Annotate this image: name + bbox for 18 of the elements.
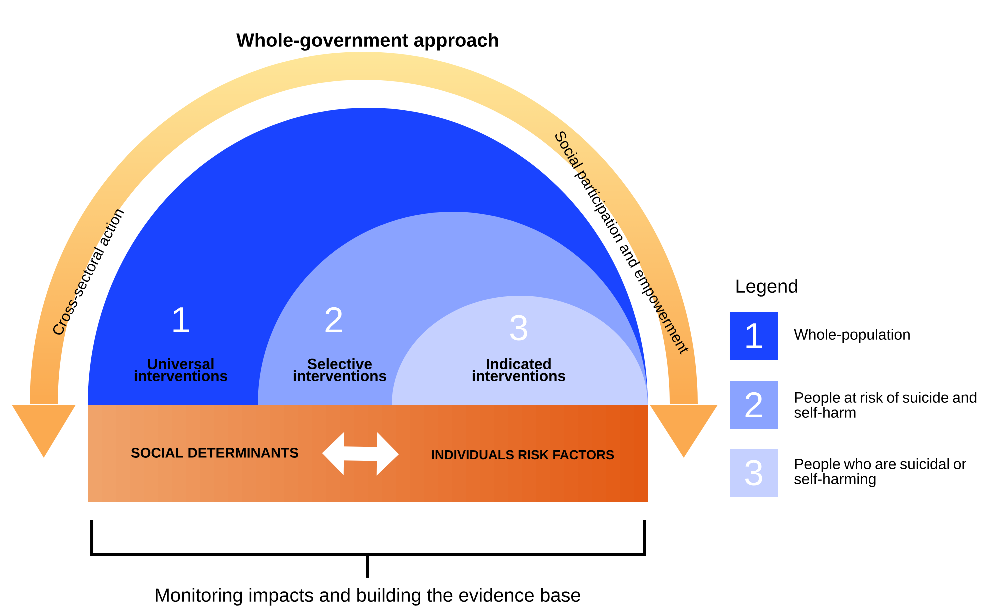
legend-label: Whole-population — [794, 329, 910, 343]
legend-label: People at risk of suicide and self-harm — [794, 392, 977, 418]
band — [88, 405, 648, 502]
swatch-number: 1 — [746, 324, 762, 348]
dome-label: Universal interventions — [134, 358, 228, 382]
number: 1 — [174, 308, 190, 332]
legend-label: People who are suicidal or self-harming — [794, 458, 966, 488]
band-label: SOCIAL DETERMINANTS — [131, 448, 298, 458]
swatch-number: 3 — [745, 460, 762, 486]
bracket-label: Monitoring impacts and building the evidence base — [156, 588, 580, 606]
number: 3 — [510, 315, 528, 341]
dome-label: Indicated interventions — [472, 358, 566, 382]
legend-title: Legend — [736, 279, 798, 297]
number: 2 — [326, 307, 342, 333]
dome-label: Selective interventions — [294, 358, 386, 382]
arc-label: Whole-government approach — [236, 33, 498, 51]
band-label: INDIVIDUALS RISK FACTORS — [432, 450, 614, 460]
swatch-number: 2 — [746, 392, 762, 418]
